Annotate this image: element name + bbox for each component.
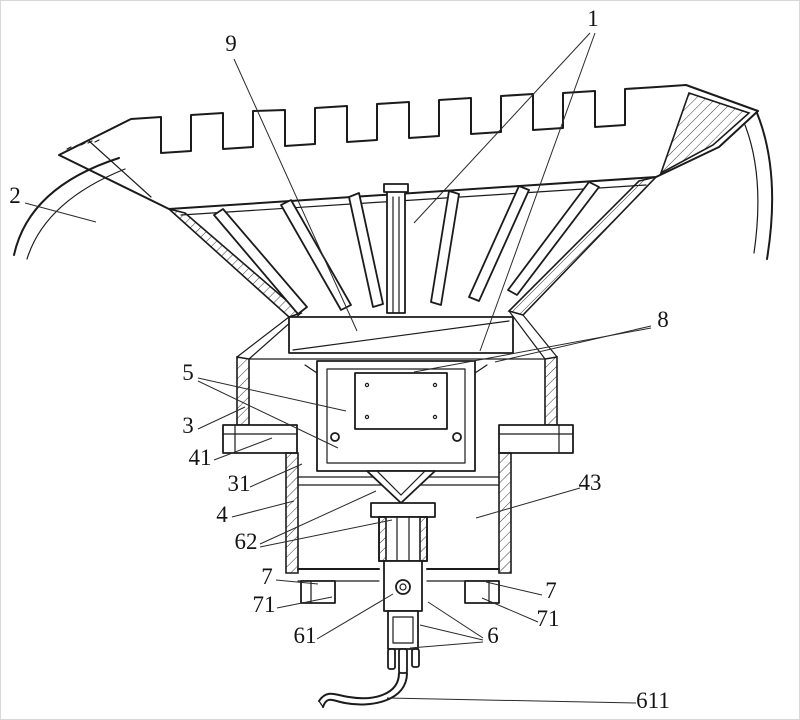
ref-label-9: 9	[225, 31, 237, 56]
crown-ring	[58, 84, 759, 216]
ref-label-611: 611	[636, 688, 670, 713]
housing-shell	[222, 356, 574, 454]
ref-label-8: 8	[657, 307, 669, 332]
ref-label-1: 1	[587, 6, 599, 31]
ref-label-4: 4	[216, 502, 228, 527]
dome-shell	[13, 112, 774, 260]
ref-label-5: 5	[182, 360, 194, 385]
ref-label-41: 41	[189, 445, 212, 470]
lower-drum	[285, 452, 512, 604]
ref-label-7-right: 7	[545, 578, 557, 603]
ref-label-62: 62	[235, 529, 258, 554]
ref-label-31: 31	[228, 471, 251, 496]
ref-label-43: 43	[579, 470, 602, 495]
housing-top-plate	[248, 316, 546, 360]
embossed-marking	[66, 139, 100, 150]
power-wire	[318, 672, 408, 708]
funnel-ribs	[213, 181, 600, 315]
ref-label-3: 3	[182, 413, 194, 438]
funnel-walls	[168, 175, 659, 360]
ref-label-7-left: 7	[261, 564, 273, 589]
leader-lines	[24, 32, 652, 704]
ref-label-71-left: 71	[253, 592, 276, 617]
connector-assembly	[370, 502, 436, 674]
ref-label-2: 2	[9, 183, 21, 208]
ref-label-61: 61	[294, 623, 317, 648]
ref-label-71-right: 71	[537, 606, 560, 631]
ref-label-6: 6	[487, 623, 499, 648]
center-cone	[366, 470, 436, 504]
inner-box	[304, 360, 488, 472]
reference-labels: 1 9 2 8 5 3 41 31 4 62 7 71 61 6 7 71 43…	[9, 6, 670, 713]
